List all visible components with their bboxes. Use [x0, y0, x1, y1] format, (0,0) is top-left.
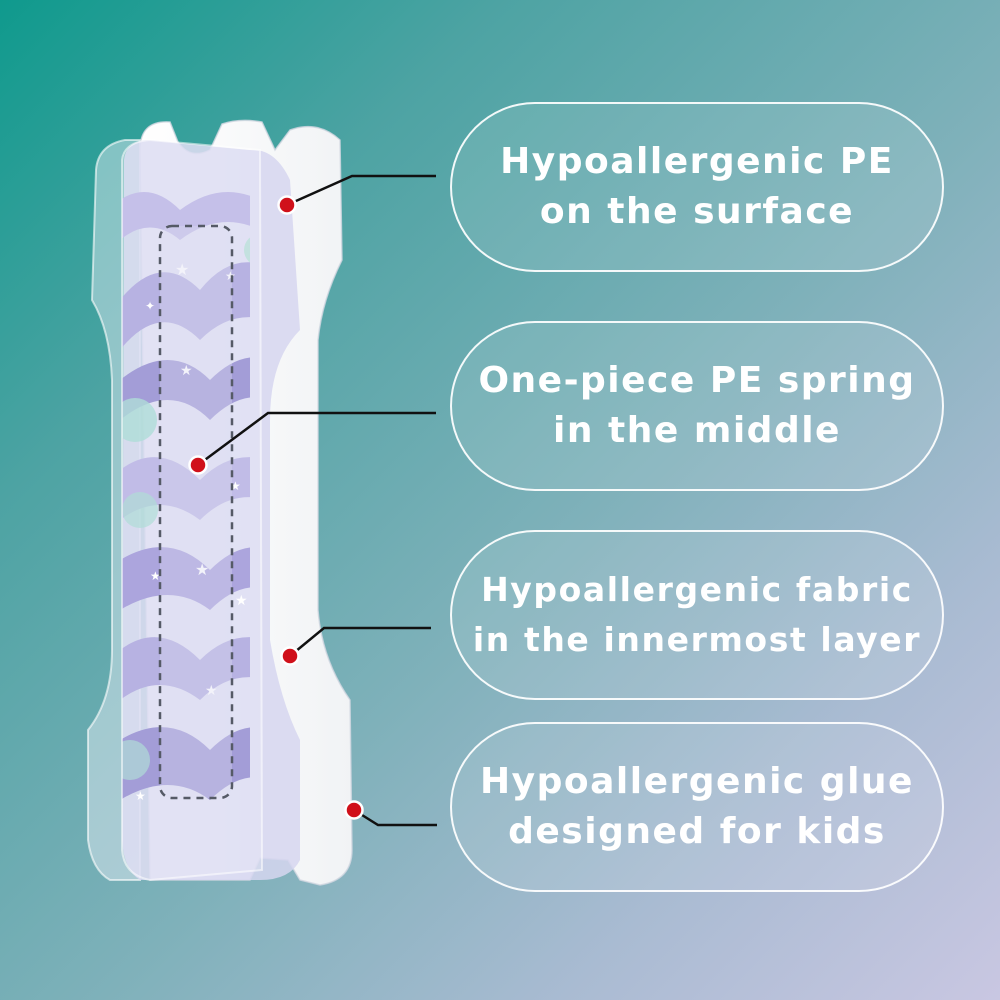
svg-text:★: ★	[235, 593, 248, 609]
svg-text:★: ★	[195, 560, 209, 579]
svg-text:★: ★	[225, 269, 236, 283]
callout-surface: Hypoallergenic PE on the surface	[450, 102, 944, 272]
marker-glue	[344, 800, 364, 820]
transparent-cover	[121, 138, 264, 882]
pe-spring-outline	[158, 224, 234, 800]
marker-fabric	[280, 646, 300, 666]
callout-fabric-line2: in the innermost layer	[472, 620, 922, 659]
svg-text:✦: ✦	[145, 299, 155, 313]
callout-spring-line1: One-piece PE spring	[478, 360, 916, 401]
svg-text:★: ★	[180, 363, 193, 379]
callout-glue: Hypoallergenic glue designed for kids	[450, 722, 944, 892]
callout-fabric-line1: Hypoallergenic fabric	[481, 570, 913, 609]
svg-text:★: ★	[150, 569, 161, 583]
marker-surface	[277, 195, 297, 215]
callout-spring: One-piece PE spring in the middle	[450, 321, 944, 491]
svg-text:★: ★	[230, 479, 241, 493]
callout-surface-line1: Hypoallergenic PE	[500, 141, 894, 182]
patterned-layer: ★ ★ ★ ★ ★ ★ ★ ★ ★ ✦	[122, 140, 300, 880]
callout-glue-line2: designed for kids	[508, 811, 886, 852]
red-markers	[188, 195, 364, 820]
marker-spring	[188, 455, 208, 475]
callout-spring-line2: in the middle	[553, 410, 841, 451]
callout-surface-line2: on the surface	[539, 191, 855, 232]
svg-text:★: ★	[135, 789, 146, 803]
svg-text:★: ★	[205, 683, 218, 699]
callout-glue-line1: Hypoallergenic glue	[480, 761, 914, 802]
callout-fabric: Hypoallergenic fabric in the innermost l…	[450, 530, 944, 700]
svg-text:★: ★	[175, 260, 189, 279]
